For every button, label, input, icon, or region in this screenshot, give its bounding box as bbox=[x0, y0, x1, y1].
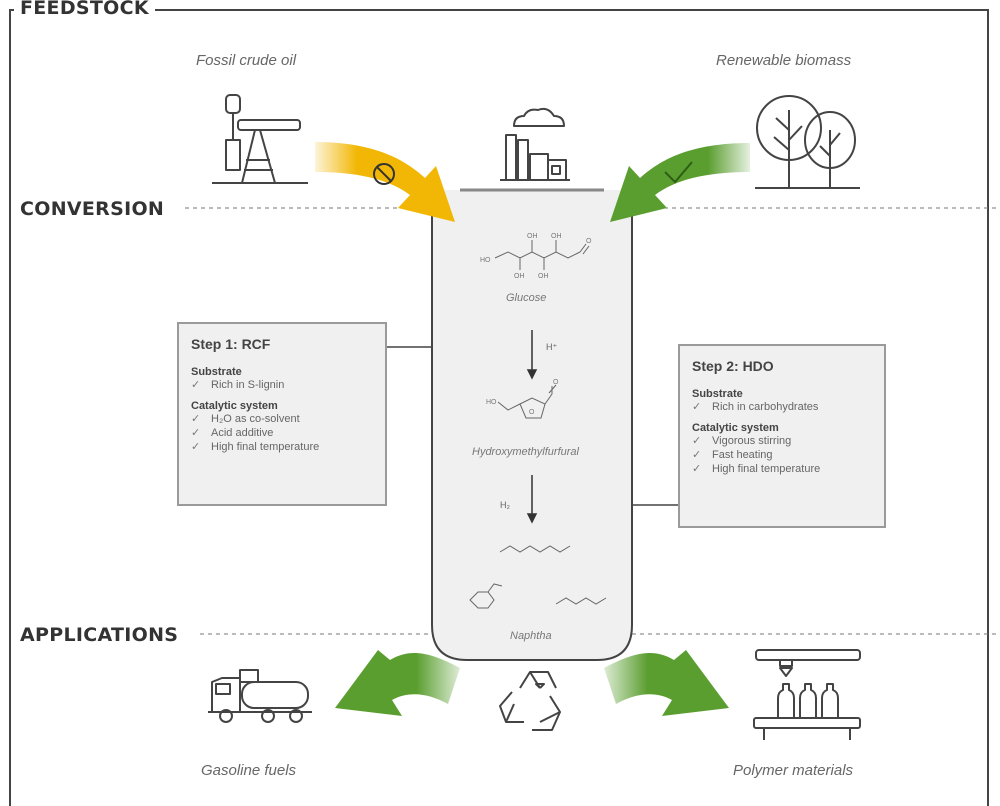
step2-catalytic-item: Fast heating bbox=[692, 448, 872, 462]
step1-box: Step 1: RCF Substrate Rich in S-lignin C… bbox=[177, 322, 387, 506]
factory-icon bbox=[500, 107, 570, 181]
svg-text:HO: HO bbox=[486, 399, 497, 406]
reaction-arrow-1 bbox=[526, 330, 538, 380]
svg-text:OH: OH bbox=[527, 233, 538, 240]
fossil-crude-oil-caption: Fossil crude oil bbox=[196, 52, 297, 69]
step2-substrate-item: Rich in carbohydrates bbox=[692, 400, 872, 414]
section-feedstock: FEEDSTOCK bbox=[14, 0, 155, 19]
svg-text:OH: OH bbox=[538, 273, 549, 280]
renewable-feed-arrow bbox=[610, 143, 750, 222]
gasoline-fuels-caption: Gasoline fuels bbox=[201, 762, 297, 779]
svg-text:O: O bbox=[553, 379, 559, 386]
section-applications: APPLICATIONS bbox=[14, 624, 185, 646]
svg-text:HO: HO bbox=[480, 257, 491, 264]
fossil-feed-arrow bbox=[315, 142, 455, 222]
step1-catalytic-item: High final temperature bbox=[191, 440, 373, 454]
bottling-line-icon bbox=[753, 649, 861, 740]
check-icon bbox=[664, 161, 693, 184]
step1-catalytic-heading: Catalytic system bbox=[191, 400, 278, 412]
alkane-chain-2 bbox=[555, 597, 607, 605]
svg-text:O: O bbox=[529, 409, 535, 416]
hmf-label: Hydroxymethylfurfural bbox=[472, 446, 579, 458]
hmf-atoms: HO O O bbox=[486, 379, 559, 416]
step1-title: Step 1: RCF bbox=[191, 336, 271, 352]
step2-catalytic-item: Vigorous stirring bbox=[692, 434, 872, 448]
outer-frame bbox=[9, 9, 989, 806]
section-conversion: CONVERSION bbox=[14, 198, 171, 220]
step1-catalytic-item: Acid additive bbox=[191, 426, 373, 440]
truck-icon bbox=[208, 669, 312, 723]
polymer-output-arrow bbox=[604, 650, 729, 716]
renewable-biomass-caption: Renewable biomass bbox=[716, 52, 852, 69]
gasoline-output-arrow bbox=[335, 650, 460, 716]
glucose-atoms: HO OH OH OH OH O bbox=[480, 233, 592, 280]
reactor-vessel bbox=[431, 190, 633, 661]
trees-icon bbox=[755, 95, 860, 189]
step2-catalytic-item: High final temperature bbox=[692, 462, 872, 476]
step1-catalytic-item: H₂O as co-solvent bbox=[191, 412, 373, 426]
reaction-arrow-2 bbox=[526, 475, 538, 524]
svg-text:O: O bbox=[586, 238, 592, 245]
cyclohexane-structure bbox=[469, 583, 503, 609]
hmf-structure bbox=[497, 384, 557, 419]
glucose-structure bbox=[494, 240, 590, 270]
glucose-label: Glucose bbox=[506, 292, 547, 304]
step2-substrate-heading: Substrate bbox=[692, 388, 743, 400]
catalyst-2-label: H₂ bbox=[500, 500, 510, 510]
step2-title: Step 2: HDO bbox=[692, 358, 774, 374]
svg-text:OH: OH bbox=[551, 233, 562, 240]
prohibited-icon bbox=[373, 163, 395, 185]
catalyst-1-label: H⁺ bbox=[546, 342, 557, 352]
svg-text:OH: OH bbox=[514, 273, 525, 280]
polymer-materials-caption: Polymer materials bbox=[733, 762, 854, 779]
oil-pump-icon bbox=[212, 94, 308, 184]
step2-box: Step 2: HDO Substrate Rich in carbohydra… bbox=[678, 344, 886, 528]
step1-substrate-heading: Substrate bbox=[191, 366, 242, 378]
step2-catalytic-heading: Catalytic system bbox=[692, 422, 779, 434]
recycle-icon bbox=[499, 671, 561, 731]
step1-substrate-item: Rich in S-lignin bbox=[191, 378, 373, 392]
naphtha-label: Naphtha bbox=[510, 630, 552, 642]
alkane-chain-1 bbox=[499, 545, 571, 553]
